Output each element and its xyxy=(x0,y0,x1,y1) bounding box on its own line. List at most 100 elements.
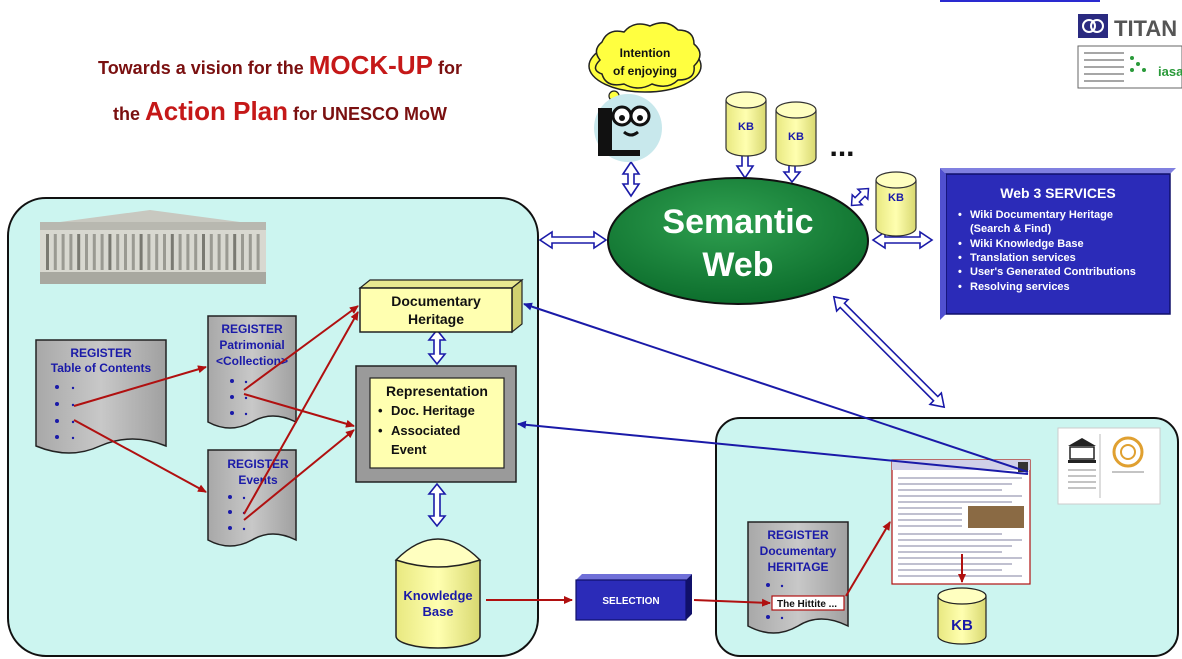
doc-register-line-2: Documentary xyxy=(760,544,837,558)
iasa-text: iasa xyxy=(1158,64,1182,79)
document-text-lines xyxy=(898,477,1022,577)
register-toc-doc xyxy=(35,339,167,454)
web3-services-box xyxy=(940,168,1176,320)
building-column xyxy=(209,234,213,270)
arrow-events-docheritage xyxy=(243,311,359,515)
semantic-web-line-1: Semantic xyxy=(662,203,813,241)
building-column xyxy=(225,234,229,270)
building-column xyxy=(85,234,88,270)
building-column xyxy=(248,234,252,270)
toc-line-2: Table of Contents xyxy=(51,361,152,375)
building-column xyxy=(116,234,120,270)
building-column xyxy=(194,234,198,270)
knowledge-base-cylinder xyxy=(394,538,482,649)
building-column xyxy=(256,234,260,270)
bubble-line-1: Intention xyxy=(620,46,671,60)
building-column xyxy=(108,234,112,270)
title-line-1: Towards a vision for the MOCK-UP for xyxy=(0,50,560,81)
user-icon xyxy=(594,94,662,162)
building-column xyxy=(163,234,166,270)
building-columns xyxy=(46,234,260,270)
title-line-2-post: for UNESCO MoW xyxy=(288,104,448,124)
patrimonial-bullets xyxy=(230,379,248,416)
selection-label: SELECTION xyxy=(602,596,659,607)
events-line-1: REGISTER xyxy=(227,457,289,471)
double-arrow-kb3 xyxy=(850,187,870,207)
title-action-plan: Action Plan xyxy=(145,96,289,126)
web3-item-3: Wiki Knowledge Base xyxy=(970,238,1084,250)
building-column xyxy=(186,234,190,270)
building-column xyxy=(69,234,73,270)
web3-bullet-5: • xyxy=(958,266,962,278)
arrow-register-document xyxy=(845,521,891,597)
double-arrow-left-semantic xyxy=(538,230,608,250)
double-arrow-semantic-right-panel xyxy=(832,295,946,409)
web3-title: Web 3 SERVICES xyxy=(1000,185,1115,201)
toc-bullets xyxy=(55,385,75,440)
document-screenshot xyxy=(891,459,1031,585)
arrow-events-representation xyxy=(243,429,355,521)
title-line-1-post: for xyxy=(432,58,462,78)
events-line-2: Events xyxy=(238,473,278,487)
building-column xyxy=(124,234,127,270)
building-column xyxy=(233,234,237,270)
web3-item-2: (Search & Find) xyxy=(970,223,1052,235)
building-column xyxy=(92,234,96,270)
kb-right-label: KB xyxy=(951,617,973,634)
building-column xyxy=(53,234,57,270)
titan-text: TITAN xyxy=(1114,16,1177,41)
kb-large-line-1: Knowledge xyxy=(403,588,472,603)
web3-item-1: Wiki Documentary Heritage xyxy=(970,209,1113,221)
title-line-2-pre: the xyxy=(112,104,145,124)
building-column xyxy=(147,234,151,270)
hittite-item: The Hittite ... xyxy=(777,599,837,610)
double-arrow-user-semantic xyxy=(621,160,641,198)
building-column xyxy=(241,234,244,270)
bubble-line-2: of enjoying xyxy=(613,64,677,78)
web3-item-6: Resolving services xyxy=(970,281,1070,293)
documentary-heritage-box xyxy=(358,278,524,334)
representation-item-3: Event xyxy=(391,442,427,457)
building-column xyxy=(155,234,159,270)
arrow-toc-events xyxy=(73,419,207,493)
doc-register-line-1: REGISTER xyxy=(767,528,829,542)
building-column xyxy=(77,234,81,270)
top-blue-fragment xyxy=(940,0,1100,2)
web3-bullet-4: • xyxy=(958,252,962,264)
hittite-item-box xyxy=(771,595,845,611)
double-arrow-doc-repr xyxy=(427,328,447,366)
double-arrow-semantic-web3 xyxy=(871,230,934,250)
kb-label-2: KB xyxy=(788,131,804,143)
titan-logo xyxy=(1078,14,1108,38)
building-image xyxy=(40,210,266,284)
kb-ellipsis: ... xyxy=(829,130,854,163)
patrimonial-line-1: REGISTER xyxy=(221,322,283,336)
arrow-doc-to-representation xyxy=(517,420,1029,475)
building-column xyxy=(217,234,221,270)
web3-bullet-1: • xyxy=(958,209,962,221)
kb-large-line-2: Base xyxy=(422,604,453,619)
title-line-1-pre: Towards a vision for the xyxy=(98,58,309,78)
register-patrimonial-doc xyxy=(207,315,297,429)
web3-bullet-6: • xyxy=(958,281,962,293)
patrimonial-line-2: Patrimonial xyxy=(219,338,284,352)
kb-cylinder-3 xyxy=(875,171,917,237)
building-column xyxy=(139,234,143,270)
doc-heritage-line-2: Heritage xyxy=(408,311,464,327)
representation-bullet-2: • xyxy=(378,423,383,438)
doc-register-line-3: HERITAGE xyxy=(767,560,828,574)
representation-bullet-1: • xyxy=(378,403,383,418)
representation-item-1: Doc. Heritage xyxy=(391,403,475,418)
title-mockup: MOCK-UP xyxy=(308,50,433,80)
kb-cylinder-right xyxy=(937,587,987,645)
representation-title: Representation xyxy=(386,383,488,399)
web3-item-5: User's Generated Contributions xyxy=(970,266,1136,278)
arrow-selection-register xyxy=(693,598,771,607)
building-column xyxy=(100,234,104,270)
unesco-logo xyxy=(1057,427,1161,505)
arrow-patrimonial-representation xyxy=(243,393,355,428)
selection-box xyxy=(575,574,692,621)
building-column xyxy=(170,234,174,270)
kb-label-1: KB xyxy=(738,121,754,133)
kb-label-3: KB xyxy=(888,192,904,204)
